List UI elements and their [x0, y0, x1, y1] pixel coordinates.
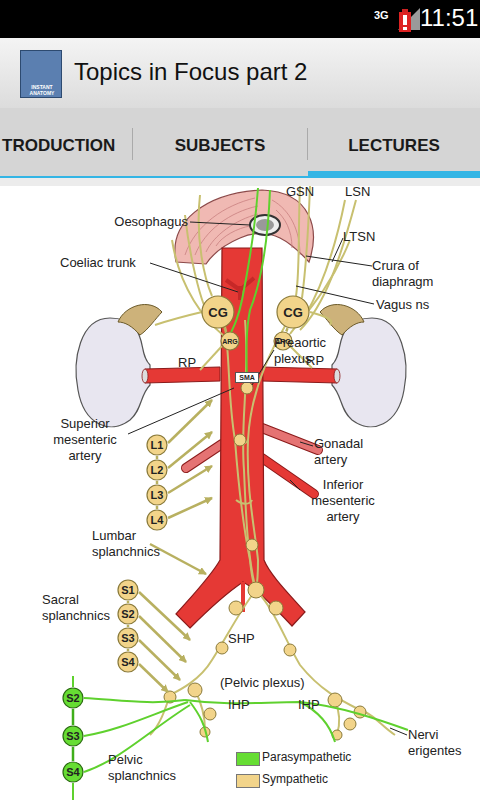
signal-icon: [398, 8, 420, 30]
app-title: Topics in Focus part 2: [74, 59, 474, 85]
ganglion-label: S2: [66, 693, 79, 704]
leader-lines: [128, 222, 407, 735]
sympathetic-nerves: [150, 186, 395, 735]
selected-tab-bar: [308, 171, 480, 177]
chain-connector: [286, 328, 287, 331]
pelvic-root: S2: [62, 687, 84, 709]
sacral-ganglion: S4: [117, 651, 139, 673]
part-label: GSN: [286, 184, 326, 200]
part-label: LTSN: [343, 229, 388, 245]
part-label: Pelvic splanchnics: [108, 752, 188, 784]
app-icon: INSTANT ANATOMY: [20, 50, 62, 98]
ganglion-label: S4: [121, 657, 134, 668]
tab-label: SUBJECTS: [133, 137, 307, 156]
ganglion-label: L1: [151, 440, 164, 451]
chain-connector: [225, 328, 227, 332]
ganglion-label: S2: [121, 609, 134, 620]
ganglion-circle: CG: [276, 295, 310, 329]
ganglion-label: S4: [66, 767, 79, 778]
ganglion-circle: ARG: [220, 331, 240, 351]
part-label: Inferior mesenteric artery: [298, 477, 388, 525]
part-label: LSN: [345, 184, 385, 200]
ganglion-circle: CG: [201, 295, 235, 329]
part-label: Preaortic plexus: [274, 335, 344, 367]
chain-connector: [127, 625, 130, 627]
ganglion-label: L3: [151, 490, 164, 501]
lumbar-ganglion: L3: [146, 484, 168, 506]
ganglion-label: L2: [151, 465, 164, 476]
sacral-ganglion: S2: [117, 603, 139, 625]
part-label: Superior mesenteric artery: [40, 416, 130, 464]
part-label: Gonadal artery: [314, 436, 374, 468]
ganglia: [164, 382, 366, 740]
ganglion-label: CG: [283, 306, 303, 319]
app-bar: Topics in Focus part 2 INSTANT ANATOMY: [0, 38, 480, 108]
clock-text: 11:51: [420, 5, 480, 31]
part-label: Sacral splanchnics: [42, 592, 122, 624]
chain-connector: [127, 601, 130, 603]
tab-divider: [132, 128, 133, 160]
network-label: 3G: [374, 9, 398, 21]
lumbar-ganglion: L4: [146, 509, 168, 531]
content-background: [0, 178, 480, 800]
lumbar-ganglion: L2: [146, 459, 168, 481]
content-edge: [0, 178, 480, 186]
part-label: Nervi erigentes: [408, 727, 478, 759]
part-label: Vagus ns: [376, 297, 446, 313]
artery-tag: SMA: [235, 372, 259, 383]
legend-text: Parasympathetic: [262, 749, 351, 765]
icon-text: INSTANT ANATOMY: [22, 85, 62, 96]
ganglion-label: S3: [66, 731, 79, 742]
ganglion-label: L4: [151, 515, 164, 526]
part-label: Crura of diaphragm: [372, 258, 446, 290]
chain-connector: [156, 481, 159, 484]
part-label: SHP: [228, 631, 268, 647]
tab-label: LECTURES: [308, 137, 480, 156]
tab-label: TRODUCTION: [2, 137, 130, 156]
status-bar: 3G 11:51: [0, 0, 480, 38]
ganglion-label: CG: [208, 306, 228, 319]
chain-connector: [156, 456, 159, 459]
legend-text: Sympathetic: [262, 771, 328, 787]
part-label: Oesophagus: [104, 214, 188, 230]
part-label: IHP: [298, 697, 338, 713]
tab-bar: TRODUCTIONSUBJECTSLECTURES: [0, 108, 480, 176]
chain-connector: [72, 747, 75, 761]
part-label: (Pelvic plexus): [220, 675, 330, 691]
chain-connector: [72, 709, 75, 725]
tab-underline: [0, 176, 480, 178]
ganglion-label: ARG: [222, 338, 238, 345]
chain-connector: [127, 649, 130, 651]
part-label: RP: [178, 355, 208, 371]
parasympathetic-nerves: [73, 188, 408, 800]
pelvic-root: S4: [62, 761, 84, 783]
sacral-ganglion: S3: [117, 627, 139, 649]
sacral-ganglion: S1: [117, 579, 139, 601]
ganglion-label: S1: [121, 585, 134, 596]
battery-icon: [399, 9, 411, 32]
lumbar-ganglion: L1: [146, 434, 168, 456]
tab-divider: [307, 128, 308, 160]
artery-abbrev: SMA: [236, 374, 258, 382]
part-label: Lumbar splanchnics: [92, 528, 172, 560]
ganglion-label: S3: [121, 633, 134, 644]
chain-connector: [156, 506, 159, 509]
legend-swatch: [236, 752, 260, 766]
pelvic-root: S3: [62, 725, 84, 747]
part-label: Coeliac trunk: [60, 255, 160, 271]
part-label: IHP: [228, 697, 268, 713]
legend-swatch: [236, 774, 260, 788]
